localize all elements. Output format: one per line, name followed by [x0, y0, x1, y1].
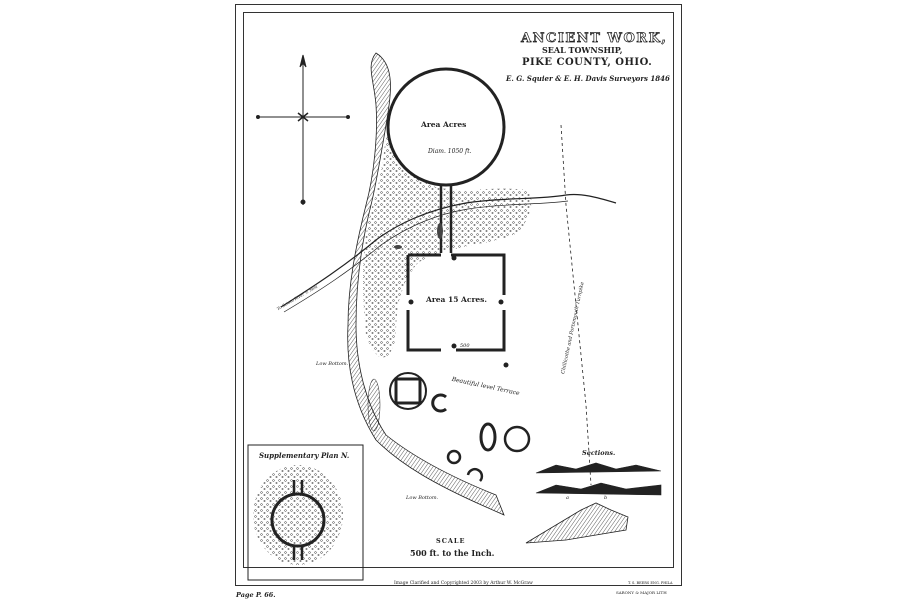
scale-value: 500 ft. to the Inch.: [410, 548, 495, 558]
square-earthwork: [406, 253, 506, 352]
wooded-area: [363, 135, 532, 358]
small-earthworks: [389, 372, 531, 482]
turnpike-road: [560, 124, 592, 486]
circle-area-label: Area Acres: [421, 120, 467, 129]
plate-number: Page P. 66.: [236, 591, 276, 599]
map-subtitle: SEAL TOWNSHIP,: [542, 45, 623, 55]
low-bottom-label-2: Low Bottom.: [406, 495, 439, 501]
circle-diameter-label: Diam. 1050 ft.: [428, 148, 472, 155]
copyright-note: Image Clarified and Copyrighted 2003 by …: [394, 581, 533, 586]
printer-credit: SARONY & MAJOR LITH: [616, 590, 667, 595]
scale-title: SCALE: [436, 537, 466, 545]
map-location: PIKE COUNTY, OHIO.: [522, 57, 653, 68]
engraver-credit: T. S. BEERS ENG. PHILA: [628, 581, 673, 585]
compass-rose: [256, 54, 350, 205]
supplementary-plan-box: [247, 444, 364, 581]
creek: [280, 193, 617, 308]
section-mark-b: b: [604, 495, 608, 501]
map-border: [243, 12, 674, 568]
surveyors-credit: E. G. Squier & E. H. Davis Surveyors 184…: [506, 74, 670, 83]
sections-title: Sections.: [582, 449, 616, 457]
low-bottom-label-1: Low Bottom.: [316, 361, 349, 367]
map-title: ANCIENT WORK,: [521, 31, 668, 47]
section-profiles: [525, 462, 662, 544]
supplementary-plan-title: Supplementary Plan N.: [259, 451, 350, 460]
bluff-hatching: [347, 52, 505, 516]
map-sheet: ANCIENT WORK, SEAL TOWNSHIP, PIKE COUNTY…: [235, 4, 682, 599]
section-mark-a: a: [566, 495, 569, 501]
supplementary-circle: [270, 492, 326, 548]
great-circle-earthwork: [386, 67, 506, 187]
scale-mark-500: 500: [460, 343, 470, 349]
square-area-label: Area 15 Acres.: [426, 295, 488, 304]
map-drawing: [247, 52, 662, 581]
